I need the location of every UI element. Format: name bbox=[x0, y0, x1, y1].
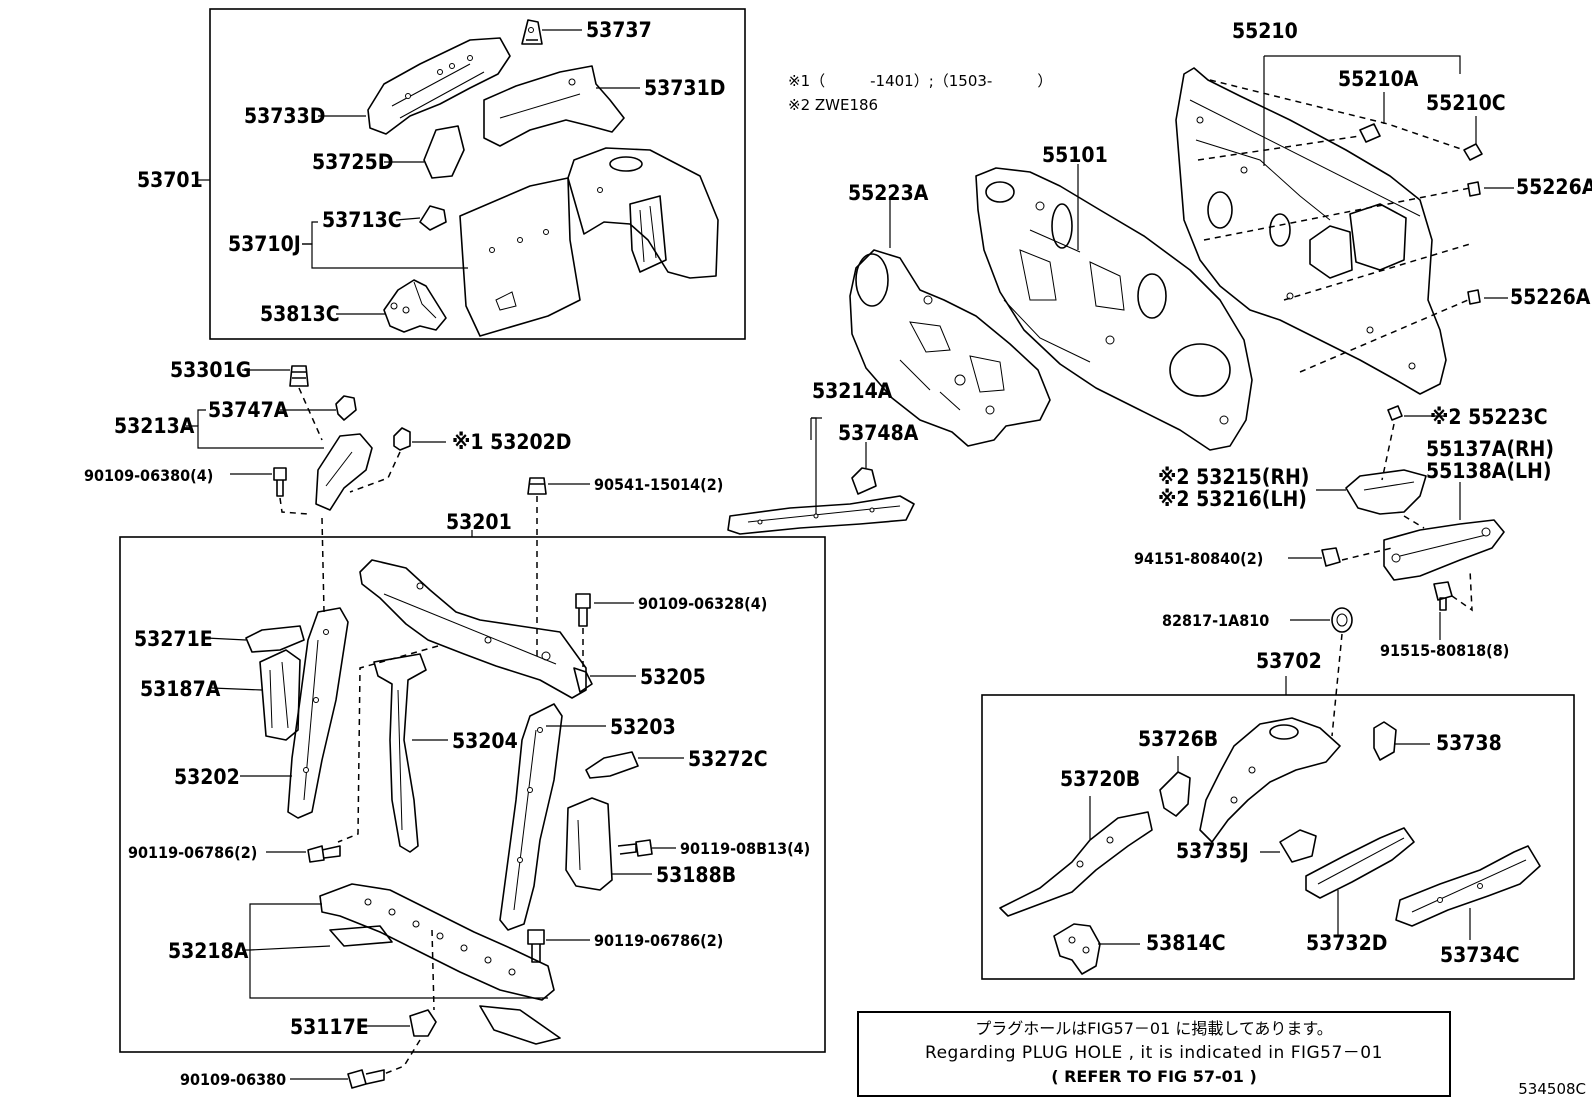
label-55226A-lower: 55226A bbox=[1510, 285, 1591, 309]
label-90119-06786-2-upper: 90119-06786(2) bbox=[128, 843, 257, 862]
group-box-53201 bbox=[119, 536, 826, 1053]
part-drawings-53701 bbox=[367, 19, 719, 337]
label-55137A-RH: 55137A(RH) bbox=[1426, 437, 1554, 461]
label-90119-06786-2-lower: 90119-06786(2) bbox=[594, 931, 723, 950]
label-53720B: 53720B bbox=[1060, 767, 1140, 791]
label-53188B: 53188B bbox=[656, 863, 736, 887]
label-55223A: 55223A bbox=[848, 181, 929, 205]
label-53731D: 53731D bbox=[644, 76, 725, 100]
notice-japanese: プラグホールはFIG57－01 に掲載してあります。 bbox=[975, 1019, 1333, 1038]
label-53725D: 53725D bbox=[312, 150, 393, 174]
leaders-upper-left bbox=[186, 369, 867, 660]
figure-code: 534508C bbox=[1518, 1080, 1586, 1098]
group-label-53702: 53702 bbox=[1256, 649, 1322, 673]
label-53813C: 53813C bbox=[260, 302, 340, 326]
label-90119-08B13-4: 90119-08B13(4) bbox=[680, 839, 810, 858]
label-55210: 55210 bbox=[1232, 19, 1298, 43]
label-90109-06380: 90109-06380 bbox=[180, 1070, 286, 1089]
label-53117E: 53117E bbox=[290, 1015, 369, 1039]
label-55223C: ※2 55223C bbox=[1430, 405, 1548, 429]
label-53734C: 53734C bbox=[1440, 943, 1520, 967]
label-53738: 53738 bbox=[1436, 731, 1502, 755]
notice-english: Regarding PLUG HOLE , it is indicated in… bbox=[925, 1043, 1383, 1063]
label-82817-1A810: 82817-1A810 bbox=[1162, 611, 1269, 630]
label-53187A: 53187A bbox=[140, 677, 221, 701]
label-53213A: 53213A bbox=[114, 414, 195, 438]
label-90541-15014-2: 90541-15014(2) bbox=[594, 475, 723, 494]
label-53814C: 53814C bbox=[1146, 931, 1226, 955]
part-drawings-right-mid bbox=[1321, 405, 1505, 633]
leaders-53702 bbox=[1089, 676, 1471, 945]
label-55101: 55101 bbox=[1042, 143, 1108, 167]
label-53271E: 53271E bbox=[134, 627, 213, 651]
label-90109-06328-4: 90109-06328(4) bbox=[638, 594, 767, 613]
leaders-dash bbox=[889, 55, 1514, 373]
label-53202D: ※1 53202D bbox=[452, 430, 572, 454]
notice-box: プラグホールはFIG57－01 に掲載してあります。 Regarding PLU… bbox=[857, 1011, 1451, 1097]
label-94151-80840-2: 94151-80840(2) bbox=[1134, 549, 1263, 568]
label-53214A: 53214A bbox=[812, 379, 893, 403]
label-53215-RH: ※2 53215(RH) bbox=[1158, 465, 1309, 489]
leaders-53201 bbox=[205, 517, 684, 1080]
group-box-53702 bbox=[981, 694, 1575, 980]
part-drawings-53702 bbox=[999, 717, 1541, 975]
notice-reference: ( REFER TO FIG 57-01 ) bbox=[1051, 1067, 1257, 1086]
label-53737: 53737 bbox=[586, 18, 652, 42]
label-55226A-upper: 55226A bbox=[1516, 175, 1592, 199]
note-1: ※1（ -1401）;（1503- ） bbox=[788, 72, 1052, 90]
part-drawings-53201 bbox=[245, 559, 653, 1089]
label-53710J: 53710J bbox=[228, 232, 301, 256]
part-labels: 53737 53731D 53733D 53725D 53713C 53710J… bbox=[84, 18, 1592, 1089]
leaders-53701 bbox=[195, 29, 640, 315]
label-53202: 53202 bbox=[174, 765, 240, 789]
label-90109-06380-4: 90109-06380(4) bbox=[84, 466, 213, 485]
group-box-53701 bbox=[209, 8, 746, 340]
label-53216-LH: ※2 53216(LH) bbox=[1158, 487, 1307, 511]
group-label-53701: 53701 bbox=[137, 168, 203, 192]
label-53726B: 53726B bbox=[1138, 727, 1218, 751]
label-55210C: 55210C bbox=[1426, 91, 1506, 115]
part-drawings-upper-left bbox=[273, 365, 915, 535]
label-53272C: 53272C bbox=[688, 747, 768, 771]
label-53203: 53203 bbox=[610, 715, 676, 739]
label-55138A-LH: 55138A(LH) bbox=[1426, 459, 1551, 483]
label-53205: 53205 bbox=[640, 665, 706, 689]
label-53732D: 53732D bbox=[1306, 931, 1387, 955]
part-drawings-dash bbox=[849, 67, 1483, 451]
label-53747A: 53747A bbox=[208, 398, 289, 422]
label-91515-80818-8: 91515-80818(8) bbox=[1380, 641, 1509, 660]
group-label-53201: 53201 bbox=[446, 510, 512, 534]
label-53735J: 53735J bbox=[1176, 839, 1249, 863]
label-53204: 53204 bbox=[452, 729, 518, 753]
label-53218A: 53218A bbox=[168, 939, 249, 963]
label-53748A: 53748A bbox=[838, 421, 919, 445]
label-55210A: 55210A bbox=[1338, 67, 1419, 91]
label-53713C: 53713C bbox=[322, 208, 402, 232]
note-2: ※2 ZWE186 bbox=[788, 96, 878, 114]
label-53733D: 53733D bbox=[244, 104, 325, 128]
label-53301G: 53301G bbox=[170, 358, 251, 382]
leaders-right-mid bbox=[1288, 415, 1473, 737]
